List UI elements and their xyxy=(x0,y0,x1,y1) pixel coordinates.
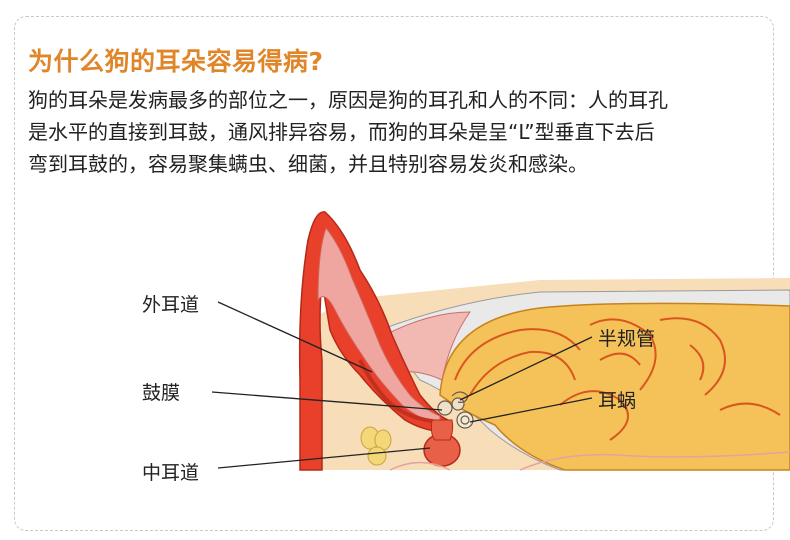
fat-pads xyxy=(360,426,392,466)
eustachian-neck xyxy=(430,419,454,441)
ear-pinna-inner xyxy=(317,227,441,425)
label-outer-ear-canal: 外耳道 xyxy=(142,294,200,316)
brain xyxy=(439,302,790,471)
leader-middle-canal xyxy=(217,447,431,469)
article-title: 为什么狗的耳朵容易得病? xyxy=(28,47,324,76)
leader-eardrum xyxy=(211,391,443,411)
content-card xyxy=(14,16,774,531)
ear-canal xyxy=(358,359,441,424)
label-middle-ear-canal: 中耳道 xyxy=(142,462,200,484)
leader-outer-canal xyxy=(217,301,373,373)
paragraph-line-3: 弯到耳鼓的，容易聚集螨虫、细菌，并且特别容易发炎和感染。 xyxy=(28,152,588,176)
article-paragraph: 狗的耳朵是发病最多的部位之一，原因是狗的耳孔和人的不同：人的耳孔 是水平的直接到… xyxy=(28,84,768,180)
label-semicircular-canals: 半规管 xyxy=(598,328,656,350)
brain-folds xyxy=(454,317,781,441)
skin-lines xyxy=(389,451,790,471)
leader-lines xyxy=(211,301,593,469)
label-eardrum: 鼓膜 xyxy=(142,382,181,404)
muscle-tissue xyxy=(384,311,471,381)
paragraph-line-2: 是水平的直接到耳鼓，通风排异容易，而狗的耳朵是呈“L”型垂直下去后 xyxy=(28,120,655,144)
leader-semicircular xyxy=(459,336,593,401)
label-cochlea: 耳蜗 xyxy=(598,390,637,412)
inner-ear xyxy=(437,391,474,429)
cochlea-shape xyxy=(456,411,474,429)
ossicle-2 xyxy=(451,397,465,411)
ossicle-1 xyxy=(437,400,453,416)
dog-ear-anatomy-illustration xyxy=(211,211,790,471)
paragraph-line-1: 狗的耳朵是发病最多的部位之一，原因是狗的耳孔和人的不同：人的耳孔 xyxy=(28,88,668,112)
leader-cochlea xyxy=(469,397,593,423)
